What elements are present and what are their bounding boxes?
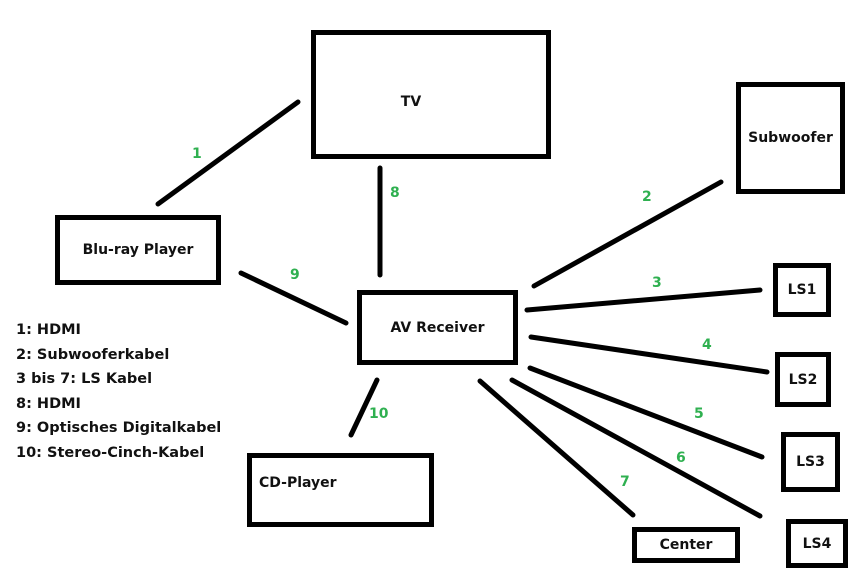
legend-item: 8: HDMI (16, 395, 81, 412)
tv-box[interactable]: TV (311, 30, 551, 159)
legend-item: 9: Optisches Digitalkabel (16, 420, 222, 436)
bluray-player-label: Blu-ray Player (82, 242, 194, 258)
bluray-player-box[interactable]: Blu-ray Player (55, 215, 221, 285)
wire-10 (348, 377, 380, 438)
wire-label-9: 9 (290, 267, 300, 283)
legend-item: 10: Stereo-Cinch-Kabel (16, 444, 205, 461)
ls1-label: LS1 (787, 282, 817, 298)
av-receiver-box[interactable]: AV Receiver (357, 290, 518, 365)
wire-1 (155, 99, 301, 207)
wire-5 (527, 365, 765, 460)
wire-label-6: 6 (676, 450, 686, 466)
ls2-label: LS2 (788, 371, 818, 388)
cd-player-label: CD-Player (259, 475, 337, 491)
wire-label-8: 8 (390, 185, 400, 201)
av-receiver-label: AV Receiver (390, 319, 485, 336)
wire-3 (524, 287, 763, 313)
ls2-box[interactable]: LS2 (775, 352, 831, 407)
ls4-label: LS4 (802, 535, 832, 552)
legend-item: 2: Subwooferkabel (16, 346, 170, 363)
legend-item: 3 bis 7: LS Kabel (16, 371, 153, 387)
wire-label-5: 5 (694, 406, 704, 422)
ls3-box[interactable]: LS3 (781, 432, 840, 492)
cable-legend: 1: HDMI 2: Subwooferkabel 3 bis 7: LS Ka… (16, 318, 221, 465)
subwoofer-label: Subwoofer (748, 130, 833, 146)
wire-label-3: 3 (652, 275, 662, 291)
ls3-label: LS3 (796, 454, 825, 470)
cd-player-box[interactable]: CD-Player (247, 453, 434, 527)
wire-9 (238, 270, 349, 326)
wire-4 (528, 334, 770, 375)
ls4-box[interactable]: LS4 (786, 519, 848, 568)
wire-7 (477, 378, 636, 518)
wire-label-4: 4 (702, 337, 712, 353)
wire-label-7: 7 (620, 474, 630, 490)
wire-6 (509, 377, 763, 519)
wire-label-2: 2 (642, 189, 652, 205)
center-box[interactable]: Center (632, 527, 740, 563)
wire-label-1: 1 (192, 146, 202, 162)
ls1-box[interactable]: LS1 (773, 263, 831, 317)
subwoofer-box[interactable]: Subwoofer (736, 82, 845, 194)
tv-label: TV (400, 93, 422, 110)
wire-2 (531, 179, 724, 289)
center-label: Center (659, 537, 713, 553)
wire-label-10: 10 (369, 406, 389, 422)
legend-item: 1: HDMI (16, 322, 81, 338)
